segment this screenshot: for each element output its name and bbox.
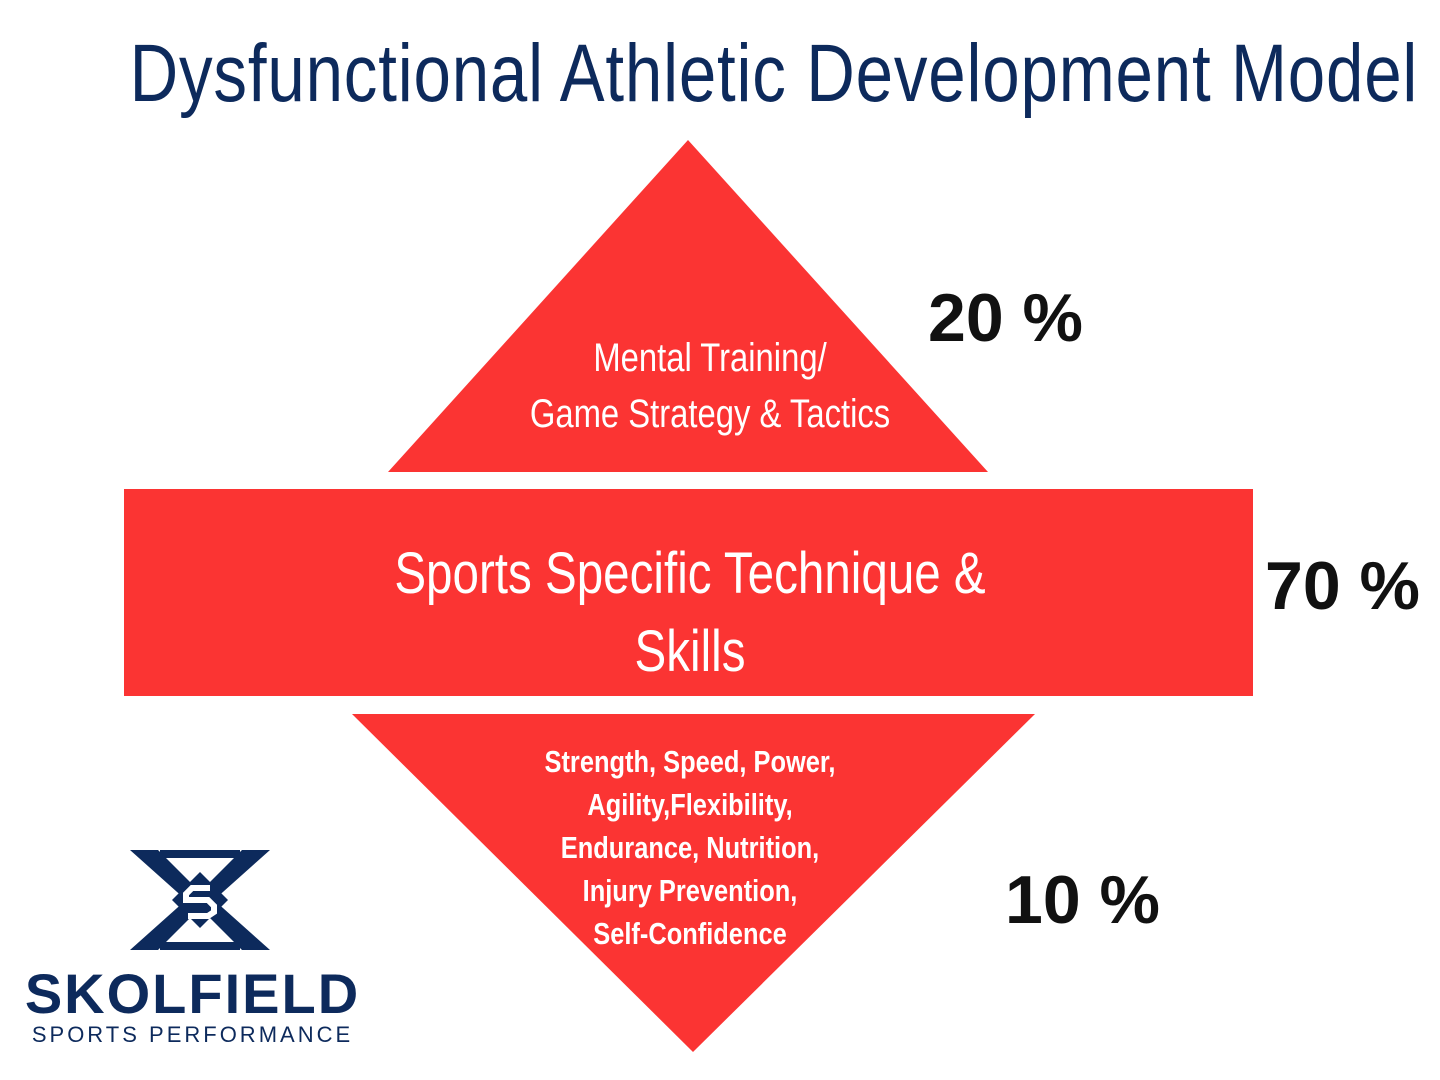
bottom-tier-label-line: Agility,Flexibility,: [587, 787, 793, 822]
middle-tier-label-line: Sports Specific Technique &: [394, 541, 986, 606]
bottom-triangle: [352, 714, 1035, 1052]
bottom-tier-label-line: Injury Prevention,: [582, 873, 798, 908]
middle-tier-label-line: Skills: [634, 619, 746, 684]
skolfield-logo: SKOLFIELD SPORTS PERFORMANCE: [20, 850, 365, 1060]
bottom-tier-label-line: Endurance, Nutrition,: [560, 830, 820, 865]
bottom-tier-label: Strength, Speed, Power, Agility,Flexibil…: [489, 740, 891, 955]
bottom-tier-label-line: Self-Confidence: [593, 916, 787, 951]
skolfield-s-monogram-icon: [130, 850, 270, 950]
page-title: Dysfunctional Athletic Development Model: [129, 28, 1419, 119]
middle-tier-percent: 70 %: [1265, 548, 1420, 624]
top-triangle: [388, 140, 988, 472]
bottom-tier-label-line: Strength, Speed, Power,: [544, 744, 836, 779]
middle-bar: [124, 489, 1253, 696]
middle-tier-label: Sports Specific Technique & Skills: [280, 535, 1100, 691]
bottom-tier-percent: 10 %: [1005, 862, 1160, 938]
top-tier-label: Mental Training/ Game Strategy & Tactics: [472, 330, 948, 442]
logo-wordmark: SKOLFIELD: [24, 962, 361, 1025]
top-tier-label-line: Game Strategy & Tactics: [529, 392, 891, 436]
top-tier-percent: 20 %: [928, 280, 1083, 356]
logo-tagline: SPORTS PERFORMANCE: [31, 1022, 354, 1047]
top-tier-label-line: Mental Training/: [593, 336, 827, 380]
